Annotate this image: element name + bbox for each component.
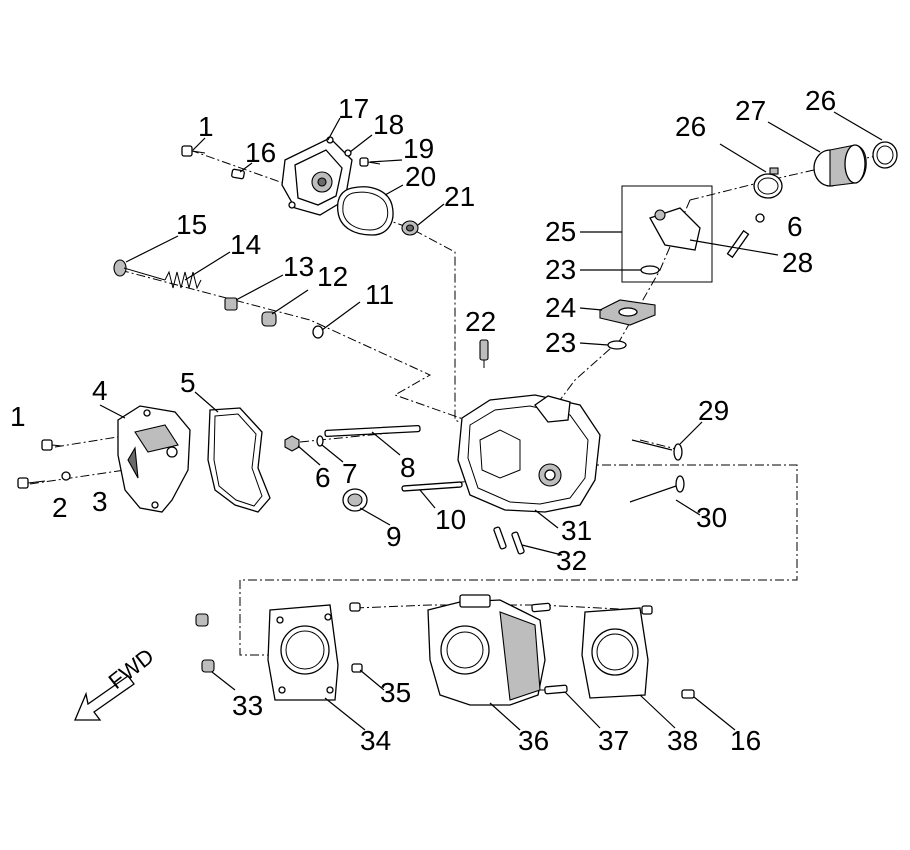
part-gasket-20 (336, 186, 394, 236)
callout-21: 21 (444, 181, 475, 212)
part-intake-boot-27 (813, 144, 867, 187)
part-spacer-24 (599, 299, 656, 326)
callout-26: 26 (805, 85, 836, 116)
callout-23: 23 (545, 254, 576, 285)
callout-16: 16 (730, 725, 761, 756)
callout-3: 3 (92, 486, 108, 517)
part-washer-7 (316, 435, 324, 447)
part-bolt-1-top (181, 145, 206, 157)
part-gasket-5 (207, 407, 271, 513)
part-cylinder-head-31 (457, 394, 601, 513)
callout-12: 12 (317, 261, 348, 292)
part-dowels-32 (493, 526, 525, 555)
callout-10: 10 (435, 504, 466, 535)
part-stud-28 (726, 229, 750, 259)
callout-20: 20 (405, 161, 436, 192)
callout-16: 16 (245, 137, 276, 168)
callout-28: 28 (782, 247, 813, 278)
forward-arrow-icon (74, 675, 135, 721)
part-oring-11 (312, 325, 324, 339)
part-long-stud-8 (324, 424, 421, 438)
callout-6: 6 (315, 462, 331, 493)
part-oring-23-bottom (607, 340, 627, 350)
callout-7: 7 (342, 458, 358, 489)
leader-lines (99, 111, 883, 731)
callout-18: 18 (373, 109, 404, 140)
callout-25: 25 (545, 216, 576, 247)
part-oil-seal-9 (342, 488, 368, 512)
callout-9: 9 (386, 521, 402, 552)
part-side-cover-4 (117, 405, 191, 513)
part-bolt-6-right (755, 213, 765, 223)
callout-13: 13 (283, 251, 314, 282)
part-spring-14 (164, 270, 202, 290)
part-oring-23-top (640, 265, 660, 275)
callout-30: 30 (696, 502, 727, 533)
part-bolt-37-top (531, 602, 551, 613)
part-seal-21 (401, 220, 419, 236)
callout-22: 22 (465, 306, 496, 337)
callout-24: 24 (545, 292, 576, 323)
part-cylinder-36 (427, 594, 546, 706)
callout-35: 35 (380, 677, 411, 708)
forward-direction-indicator: FWD (74, 643, 159, 721)
callout-29: 29 (698, 395, 729, 426)
part-bolt-19 (359, 157, 381, 167)
part-water-pump-cover-17 (281, 136, 353, 216)
callout-1: 1 (198, 111, 214, 142)
part-stud-10 (401, 481, 463, 492)
part-plugs-33 (195, 613, 215, 673)
callout-4: 4 (92, 375, 108, 406)
callout-36: 36 (518, 725, 549, 756)
callout-14: 14 (230, 229, 261, 260)
callout-27: 27 (735, 95, 766, 126)
part-washer-3 (61, 471, 71, 481)
part-valve-15 (113, 259, 166, 281)
part-dowel-16-right (641, 605, 695, 699)
part-screw-18 (344, 149, 352, 157)
callout-1: 1 (10, 401, 26, 432)
part-bolt-35 (349, 602, 363, 673)
part-bolt-37 (544, 684, 568, 695)
callout-17: 17 (338, 93, 369, 124)
part-intake-manifold-box-25 (621, 185, 713, 283)
callout-5: 5 (180, 367, 196, 398)
callout-labels: 1 16 17 18 19 20 21 15 14 13 12 11 26 27… (10, 85, 836, 756)
part-base-gasket-38 (581, 607, 649, 699)
part-stud-22 (479, 339, 489, 368)
part-bushing-12 (261, 311, 277, 327)
callout-19: 19 (403, 133, 434, 164)
callout-26: 26 (675, 111, 706, 142)
callout-6: 6 (787, 211, 803, 242)
part-retainer-13 (224, 297, 238, 311)
part-clamp-26-left (753, 167, 783, 199)
part-nut-6-center (284, 435, 300, 452)
callout-8: 8 (400, 452, 416, 483)
callout-15: 15 (176, 209, 207, 240)
callout-37: 37 (598, 725, 629, 756)
callout-38: 38 (667, 725, 698, 756)
callout-11: 11 (365, 279, 394, 310)
part-clamp-26-right (872, 141, 898, 169)
callout-23: 23 (545, 327, 576, 358)
part-bolt-1-left (41, 439, 63, 451)
part-head-gasket-34 (267, 604, 339, 701)
part-bolt-2 (17, 477, 46, 489)
part-exhaust-valve-30 (629, 475, 685, 503)
callout-33: 33 (232, 690, 263, 721)
callout-32: 32 (556, 545, 587, 576)
callout-2: 2 (52, 492, 68, 523)
part-intake-valve-29 (631, 439, 683, 461)
callout-34: 34 (360, 725, 391, 756)
callout-31: 31 (561, 515, 592, 546)
